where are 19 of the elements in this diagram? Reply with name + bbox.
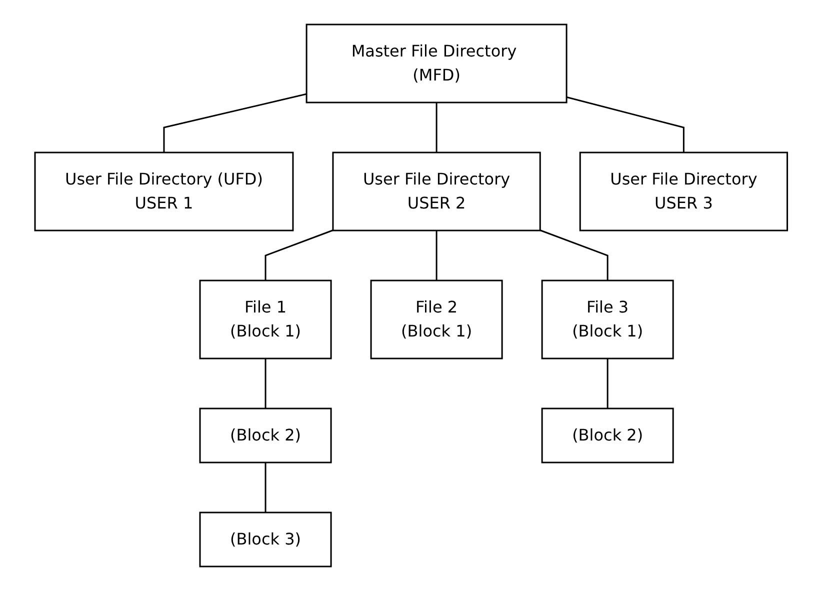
node-box: (Block 2) bbox=[542, 408, 674, 464]
connector bbox=[265, 462, 267, 512]
connector bbox=[265, 358, 267, 408]
connector bbox=[436, 102, 438, 152]
node-box: User File Directory (UFD) USER 1 bbox=[34, 152, 294, 232]
connector bbox=[436, 230, 438, 280]
node-box: User File Directory USER 3 bbox=[580, 152, 788, 232]
connector bbox=[566, 96, 685, 152]
node-box: User File Directory USER 2 bbox=[332, 152, 542, 232]
node-box: File 3 (Block 1) bbox=[542, 280, 674, 360]
connector bbox=[540, 230, 609, 280]
node-box: Master File Directory (MFD) bbox=[306, 24, 568, 104]
connector bbox=[265, 230, 334, 280]
node-box: (Block 3) bbox=[200, 512, 332, 568]
connector bbox=[607, 358, 609, 408]
connector bbox=[164, 93, 308, 152]
node-box: (Block 2) bbox=[200, 408, 332, 464]
node-box: File 2 (Block 1) bbox=[370, 280, 504, 360]
node-box: File 1 (Block 1) bbox=[200, 280, 332, 360]
